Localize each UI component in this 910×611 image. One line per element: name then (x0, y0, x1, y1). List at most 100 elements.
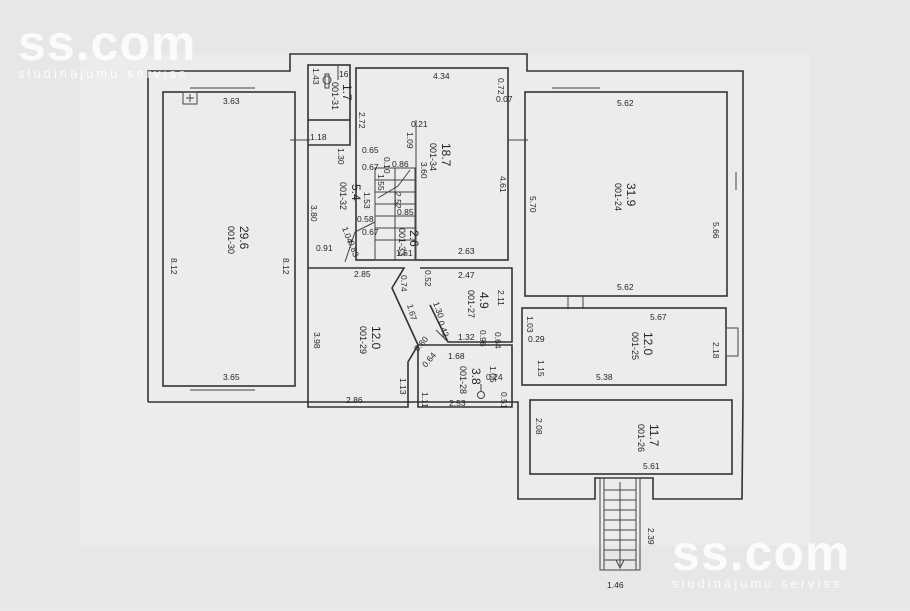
room-code: 001-27 (466, 290, 476, 318)
watermark-brand: ss.com (18, 15, 196, 71)
room-area: 3.8 (469, 368, 483, 385)
dim: 0.74 (399, 275, 409, 292)
drain-symbol (477, 391, 485, 399)
room-code: 001-25 (630, 332, 640, 360)
dim: 0.07 (496, 94, 513, 104)
toilet-symbol (322, 75, 332, 85)
dim: 0.65 (362, 145, 379, 155)
paper-sheet (80, 55, 810, 545)
dim: 2.86 (346, 395, 363, 405)
label-16: 16 (339, 69, 349, 79)
wall-001-32-top (308, 120, 351, 146)
room-001-26 (529, 399, 733, 475)
room-001-34-label: 001-34 18.7 (428, 143, 453, 171)
room-code: 001-29 (358, 326, 368, 354)
room-code: 001-26 (636, 424, 646, 452)
dim: 1.13 (398, 378, 408, 395)
room-area: 5.4 (349, 184, 363, 201)
room-001-26-label: 001-26 11.7 (636, 424, 661, 452)
room-001-25-label: 001-25 12.0 (630, 332, 655, 360)
dim: 0.10 (382, 157, 392, 174)
dim: 0.67 (362, 162, 379, 172)
dim: 0.58 (357, 214, 374, 224)
room-001-32-label: 001-32 5.4 (338, 182, 363, 210)
dim: 2.52 (393, 192, 403, 209)
dim: 1.55 (376, 174, 386, 191)
room-001-24 (524, 91, 728, 297)
room-001-24-label: 001-24 31.9 (613, 183, 638, 211)
room-001-27 (420, 267, 513, 343)
room-001-33-label: 001-33 2.6 (397, 228, 421, 256)
watermark-top-left: ss.com sludinājumu serviss (18, 15, 196, 81)
dim: 1.46 (607, 580, 624, 590)
dim: 8.12 (169, 258, 179, 275)
room-001-28-label: 001-28 3.8 (458, 366, 483, 394)
outer-wall (147, 53, 744, 500)
room-001-29 (307, 262, 419, 408)
room-001-30 (162, 91, 296, 387)
dim: 3.63 (223, 96, 240, 106)
dim: 0.21 (411, 119, 428, 129)
room-area: 4.9 (477, 292, 491, 309)
dim: 0.64 (493, 332, 503, 349)
dim: 0.91 (316, 243, 333, 253)
room-001-31 (307, 64, 351, 121)
dim: 2.72 (357, 112, 367, 129)
room-001-30-label: 001-30 29.6 (226, 226, 251, 254)
dim: 1.11 (420, 392, 430, 408)
dim: 0.96 (478, 330, 488, 347)
dim: 0.24 (486, 372, 503, 382)
exterior-steps (599, 477, 641, 571)
dim: 2.53 (449, 398, 466, 408)
room-code: 001-34 (428, 143, 438, 171)
dim: 0.86 (392, 159, 409, 169)
dim: 4.34 (433, 71, 450, 81)
room-area: 2.6 (407, 230, 421, 247)
vent-box (182, 91, 198, 105)
dim: 0.67 (362, 227, 379, 237)
dim: 2.11 (496, 290, 506, 306)
dim: 4.61 (498, 176, 508, 193)
dim: 0.52 (423, 270, 433, 287)
dim: 3.65 (223, 372, 240, 382)
room-001-28 (417, 344, 513, 408)
dim: 0.51 (499, 392, 509, 409)
dim: 1.15 (536, 360, 546, 377)
room-code: 001-33 (397, 228, 407, 256)
room-area: 12.0 (641, 332, 655, 356)
staircase (344, 167, 416, 263)
dim: 1.53 (362, 192, 372, 209)
dim: 1.30 (336, 148, 346, 165)
room-area: 31.9 (624, 183, 638, 207)
dim: 3.98 (312, 332, 322, 349)
dim: 5.67 (650, 312, 667, 322)
dim: 2.63 (458, 246, 475, 256)
dim: 1.68 (448, 351, 465, 361)
room-area: 12.0 (369, 326, 383, 350)
dim: 2.08 (534, 418, 544, 435)
room-code: 001-24 (613, 183, 623, 211)
dim: 5.38 (596, 372, 613, 382)
dim: 0.29 (528, 334, 545, 344)
dim: 1.05 (488, 366, 498, 383)
dim: 2.39 (646, 528, 656, 545)
dim: 0.72 (496, 78, 506, 95)
dim: 1.67 (405, 303, 419, 322)
room-code: 001-30 (226, 226, 236, 254)
watermark-bottom-right: ss.com sludinājumu serviss (672, 525, 849, 591)
room-001-29-label: 001-29 12.0 (358, 326, 383, 354)
room-code: 001-28 (458, 366, 468, 394)
dim: 1.43 (311, 68, 321, 85)
room-001-27-label: 001-27 4.9 (466, 290, 491, 318)
dim: 2.85 (354, 269, 371, 279)
dimension-labels-rotated: 8.12 8.12 1.43 2.72 1.30 0.10 1.09 3.60 … (169, 68, 721, 545)
dim: 1.03 (525, 316, 535, 333)
dim: 1.32 (458, 332, 475, 342)
dim: 3.60 (419, 162, 429, 179)
dim: 2.47 (458, 270, 475, 280)
room-area: 18.7 (439, 143, 453, 167)
dim: 5.62 (617, 98, 634, 108)
room-area: 1.7 (340, 84, 354, 101)
